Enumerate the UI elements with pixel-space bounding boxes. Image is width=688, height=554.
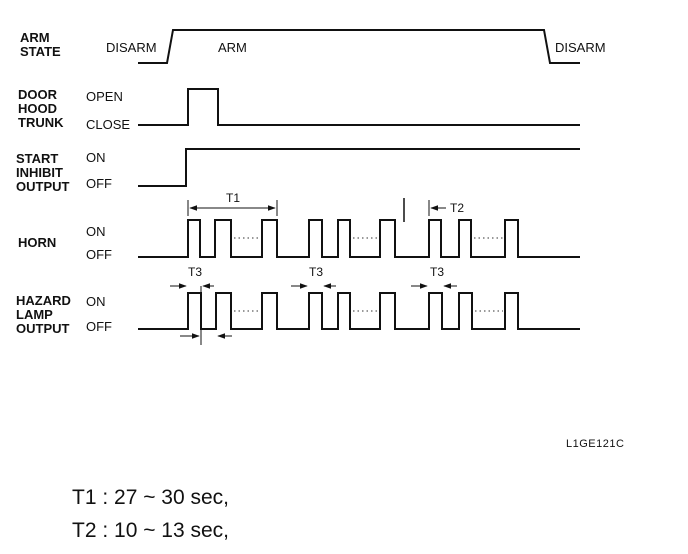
figure-code: L1GE121C [566,438,624,450]
door-label-line: HOOD [18,101,57,116]
t2-dimension: T2 [428,200,464,216]
t3-label: T3 [188,265,202,279]
door-label-line: TRUNK [18,115,64,130]
door-close-label: CLOSE [86,117,130,132]
door-label-line: DOOR [18,87,58,102]
arm-state-waveform [138,29,580,64]
horn-label: HORN [18,235,56,250]
arm-disarm-left-label: DISARM [106,40,157,55]
start-on-label: ON [86,150,106,165]
start-inhibit-waveform [138,148,580,187]
start-inhibit-label: START INHIBIT OUTPUT [16,151,70,194]
door-open-label: OPEN [86,89,123,104]
arm-state-label-line: ARM [20,30,50,45]
hazard-label-line: LAMP [16,307,53,322]
hazard-on-label: ON [86,294,106,309]
arm-arm-label: ARM [218,40,247,55]
start-off-label: OFF [86,176,112,191]
start-label-line: OUTPUT [16,179,70,194]
door-hood-trunk-label: DOOR HOOD TRUNK [18,87,64,130]
horn-on-label: ON [86,224,106,239]
arm-state-label-line: STATE [20,44,61,59]
horn-label-line: HORN [18,235,56,250]
legend-t1: T1 : 27 ~ 30 sec, [72,486,229,509]
hazard-waveform [138,292,580,330]
start-label-line: INHIBIT [16,165,63,180]
arm-disarm-right-label: DISARM [555,40,606,55]
horn-waveform [138,219,580,258]
door-waveform [138,88,580,126]
t1-label: T1 [226,191,240,205]
t3-label: T3 [430,265,444,279]
hazard-off-label: OFF [86,319,112,334]
t3-dimension-third: T3 [411,265,457,289]
arm-state-label: ARM STATE [20,30,61,59]
legend-t2: T2 : 10 ~ 13 sec, [72,519,229,542]
t3-label: T3 [309,265,323,279]
hazard-label-line: HAZARD [16,293,71,308]
hazard-lamp-label: HAZARD LAMP OUTPUT [16,293,75,336]
horn-off-label: OFF [86,247,112,262]
t2-label: T2 [450,201,464,215]
hazard-label-line: OUTPUT [16,321,70,336]
start-label-line: START [16,151,58,166]
t3-dimension-first: T3 [170,265,232,345]
t1-dimension: T1 [187,191,278,216]
t3-dimension-second: T3 [291,265,336,289]
